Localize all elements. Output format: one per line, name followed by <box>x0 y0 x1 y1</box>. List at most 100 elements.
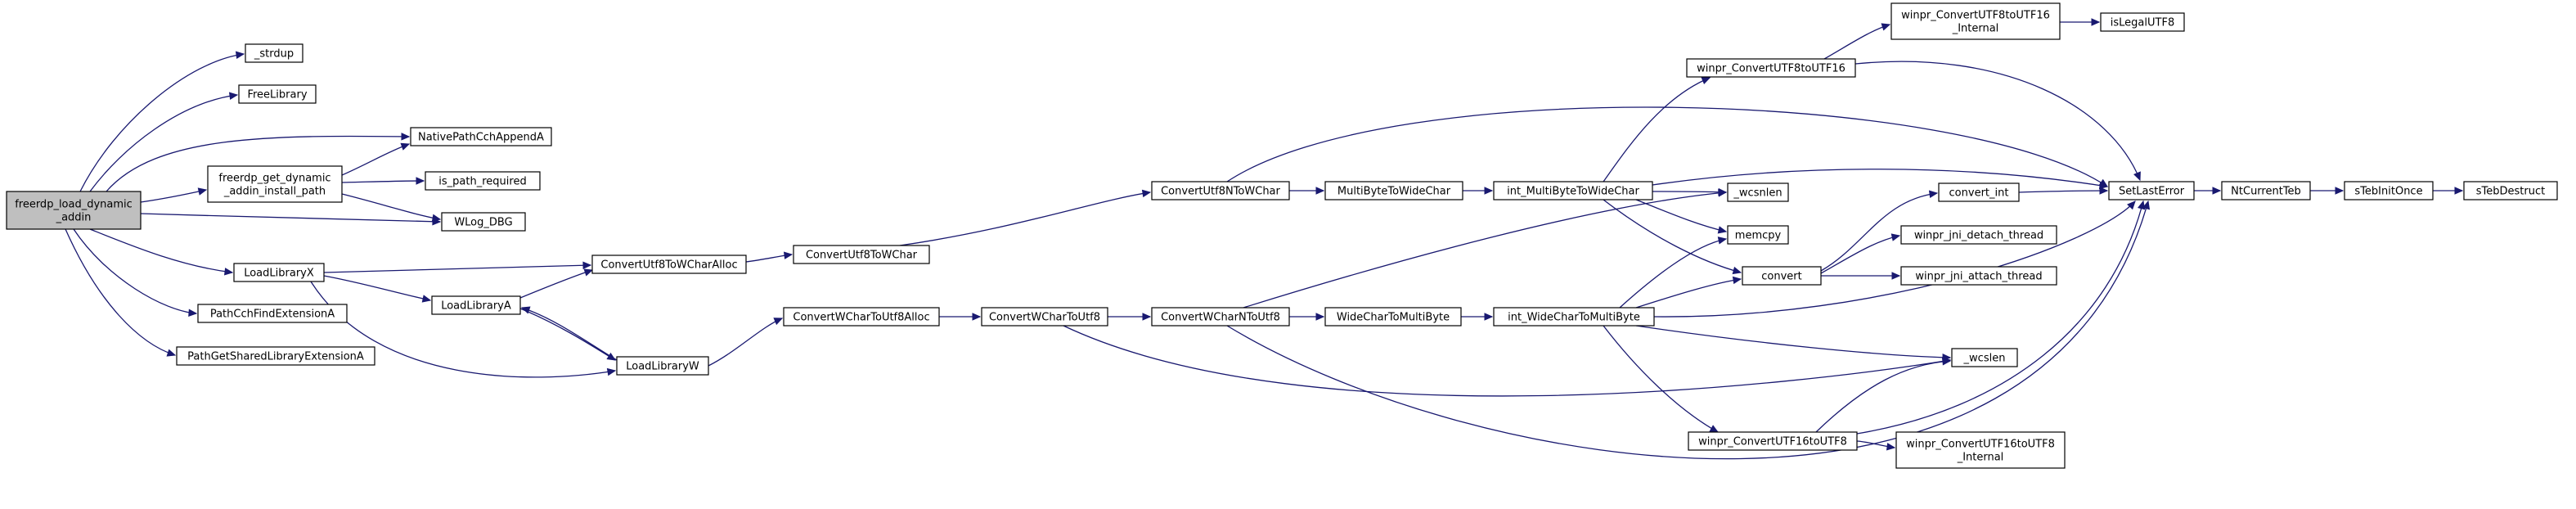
edge-line <box>1653 200 2136 318</box>
node-cwn[interactable]: ConvertWCharNToUtf8 <box>1151 307 1290 327</box>
node-box[interactable] <box>441 212 526 232</box>
node-label: ConvertUtf8NToWChar <box>1161 186 1280 198</box>
node-box[interactable] <box>238 84 317 104</box>
edge-root-to-findext <box>73 228 198 318</box>
node-wcslen[interactable]: _wcslen <box>1951 348 2018 367</box>
node-strdup[interactable]: _strdup <box>245 43 303 63</box>
edge-loadlibw-to-cwtu8alloc <box>708 318 784 367</box>
node-wlog[interactable]: WLog_DBG <box>441 212 526 232</box>
node-steb[interactable]: sTebInitOnce <box>2344 181 2434 200</box>
node-label: int_MultiByteToWideChar <box>1507 186 1639 198</box>
node-setlast[interactable]: SetLastError <box>2108 181 2195 200</box>
node-box[interactable] <box>1951 348 2018 367</box>
node-cu8alloc[interactable]: ConvertUtf8ToWCharAlloc <box>591 254 747 274</box>
node-intwc[interactable]: int_WideCharToMultiByte <box>1493 307 1655 327</box>
node-wc2mb[interactable]: WideCharToMultiByte <box>1324 307 1462 327</box>
node-box[interactable] <box>981 307 1108 327</box>
node-box[interactable] <box>1900 266 2057 286</box>
arrowhead-icon <box>1142 313 1152 321</box>
edge-wcu8u16-to-wcu8u16i <box>1823 23 1891 60</box>
node-box[interactable] <box>1324 181 1463 200</box>
node-box[interactable] <box>1938 182 2020 202</box>
node-box[interactable] <box>1895 431 2066 469</box>
edge-line <box>2018 190 2108 193</box>
node-box[interactable] <box>425 171 541 191</box>
node-box[interactable] <box>207 165 343 203</box>
node-box[interactable] <box>410 127 552 146</box>
arrowhead-icon <box>1891 272 1901 280</box>
edge-intmb-to-wcsnlen <box>1652 187 1728 196</box>
node-box[interactable] <box>1151 307 1290 327</box>
node-box[interactable] <box>1688 431 1858 451</box>
node-loadlibw[interactable]: LoadLibraryW <box>616 356 709 376</box>
node-intmb[interactable]: int_MultiByteToWideChar <box>1493 181 1653 200</box>
node-cu8tow[interactable]: ConvertUtf8ToWChar <box>793 245 930 264</box>
node-stebd[interactable]: sTebDestruct <box>2463 181 2558 200</box>
node-label: freerdp_load_dynamic <box>15 199 133 211</box>
node-box[interactable] <box>197 304 348 323</box>
arrowhead-icon <box>1141 189 1152 198</box>
node-box[interactable] <box>431 295 521 315</box>
arrowhead-icon <box>1315 313 1325 321</box>
node-box[interactable] <box>2221 181 2311 200</box>
node-memcpy[interactable]: memcpy <box>1727 225 1789 245</box>
node-box[interactable] <box>616 356 709 376</box>
node-box[interactable] <box>1324 307 1462 327</box>
node-box[interactable] <box>245 43 303 63</box>
arrowhead-icon <box>1942 357 1952 366</box>
node-jnidetach[interactable]: winpr_jni_detach_thread <box>1900 225 2057 245</box>
node-ispathreq[interactable]: is_path_required <box>425 171 541 191</box>
node-wcu16u8[interactable]: winpr_ConvertUTF16toUTF8 <box>1688 431 1858 451</box>
node-label: FreeLibrary <box>247 89 307 101</box>
arrowhead-icon <box>188 309 198 318</box>
node-loadlibx[interactable]: LoadLibraryX <box>233 263 325 282</box>
node-box[interactable] <box>1890 2 2061 40</box>
edge-line <box>1652 169 2108 187</box>
node-box[interactable] <box>591 254 747 274</box>
node-label: PathGetSharedLibraryExtensionA <box>187 351 364 363</box>
node-freelib[interactable]: FreeLibrary <box>238 84 317 104</box>
node-box[interactable] <box>793 245 930 264</box>
edge-ntcur-to-steb <box>2310 187 2344 195</box>
node-mb2wc[interactable]: MultiByteToWideChar <box>1324 181 1463 200</box>
node-nativepath[interactable]: NativePathCchAppendA <box>410 127 552 146</box>
node-box[interactable] <box>2108 181 2195 200</box>
node-box[interactable] <box>1493 181 1653 200</box>
node-box[interactable] <box>1493 307 1655 327</box>
node-findext[interactable]: PathCchFindExtensionA <box>197 304 348 323</box>
node-islegal[interactable]: isLegalUTF8 <box>2100 12 2185 32</box>
node-box[interactable] <box>233 263 325 282</box>
node-box[interactable] <box>2463 181 2558 200</box>
edge-line <box>899 191 1151 246</box>
node-cu8n[interactable]: ConvertUtf8NToWChar <box>1151 181 1290 200</box>
node-cwtu8alloc[interactable]: ConvertWCharToUtf8Alloc <box>783 307 940 327</box>
node-getshared[interactable]: PathGetSharedLibraryExtensionA <box>176 346 375 366</box>
node-convert[interactable]: convert <box>1742 266 1822 286</box>
node-box[interactable] <box>1727 225 1789 245</box>
node-convint[interactable]: convert_int <box>1938 182 2020 202</box>
edge-convert-to-jnidetach <box>1820 233 1901 274</box>
node-box[interactable] <box>1742 266 1822 286</box>
node-jniattach[interactable]: winpr_jni_attach_thread <box>1900 266 2057 286</box>
node-box[interactable] <box>1900 225 2057 245</box>
node-ntcur[interactable]: NtCurrentTeb <box>2221 181 2311 200</box>
node-cwtu8[interactable]: ConvertWCharToUtf8 <box>981 307 1108 327</box>
node-box[interactable] <box>1151 181 1290 200</box>
node-wcu8u16[interactable]: winpr_ConvertUTF8toUTF16 <box>1686 58 1856 78</box>
node-box[interactable] <box>1727 182 1789 202</box>
node-getinstall[interactable]: freerdp_get_dynamic_addin_install_path <box>207 165 343 203</box>
node-box[interactable] <box>2344 181 2434 200</box>
node-box[interactable] <box>783 307 940 327</box>
node-box[interactable] <box>2100 12 2185 32</box>
node-box[interactable] <box>1686 58 1856 78</box>
node-wcu16u8i[interactable]: winpr_ConvertUTF16toUTF8_Internal <box>1895 431 2066 469</box>
edge-line <box>1063 325 1951 397</box>
edge-wcu16u8-to-wcslen <box>1815 357 1952 433</box>
node-root[interactable]: freerdp_load_dynamic_addin <box>6 191 142 230</box>
node-wcsnlen[interactable]: _wcsnlen <box>1727 182 1789 202</box>
node-box[interactable] <box>176 346 375 366</box>
edge-line <box>1652 191 1727 193</box>
node-wcu8u16i[interactable]: winpr_ConvertUTF8toUTF16_Internal <box>1890 2 2061 40</box>
node-box[interactable] <box>6 191 142 230</box>
node-loadliba[interactable]: LoadLibraryA <box>431 295 521 315</box>
